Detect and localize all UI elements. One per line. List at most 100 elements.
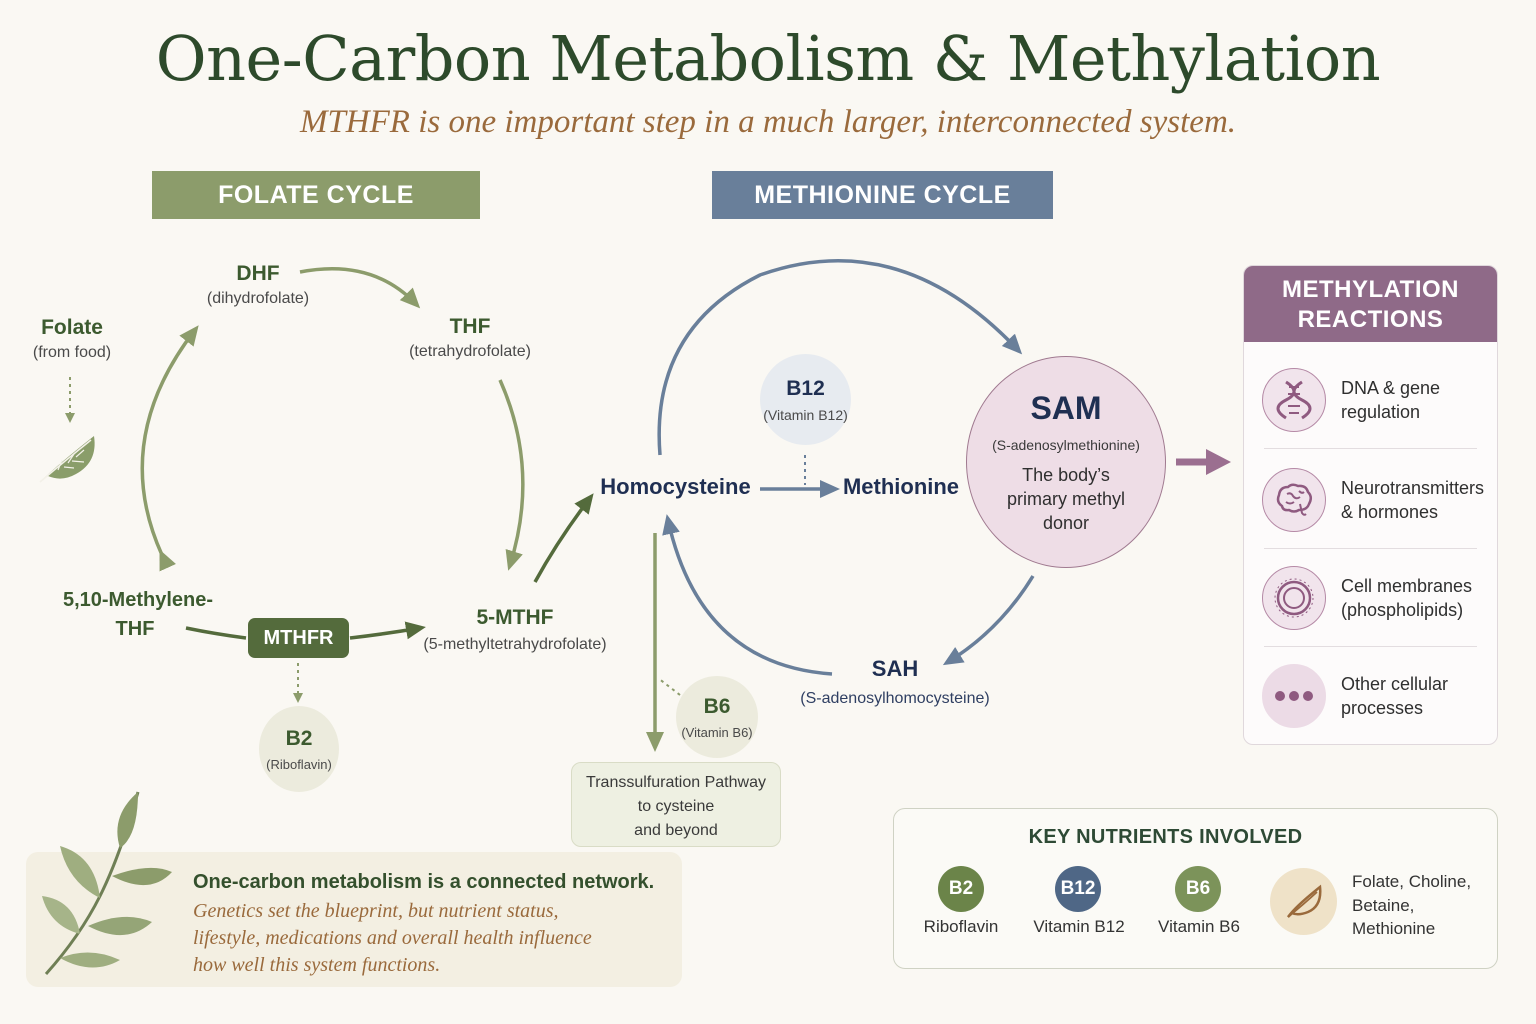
dhf-sublabel: (dihydrofolate) [206, 290, 310, 307]
page-subtitle: MTHFR is one important step in a much la… [299, 104, 1237, 140]
arrow-thf-to-5mthf [498, 379, 525, 571]
arrow-sah-to-homocysteine [662, 514, 833, 676]
arrow-dhf-to-thf [299, 267, 421, 309]
note-heading: One-carbon metabolism is a connected net… [193, 871, 655, 893]
methylene-thf-line2: THF [115, 618, 155, 640]
note-body: Genetics set the blueprint, but nutrient… [193, 898, 663, 979]
methylation-item-text: Cell membranes (phospholipids) [1341, 574, 1497, 622]
methylation-item-other: Other cellular processes [1244, 646, 1497, 744]
cell-membrane-icon [1262, 566, 1326, 630]
5-mthf-label: 5-MTHF [476, 606, 554, 629]
methylation-item-line: (phospholipids) [1341, 600, 1464, 620]
dna-icon [1262, 368, 1326, 432]
transsulfuration-line1: Transsulfuration Pathway [586, 774, 766, 791]
arrow-5mthf-to-homocysteine [533, 493, 594, 583]
b2-label: B2 [285, 726, 313, 750]
arrow-mthfr-to-5mthf [349, 621, 426, 640]
thf-sublabel: (tetrahydrofolate) [409, 343, 531, 360]
note-body-line: how well this system functions. [193, 954, 441, 976]
other-nutrients-line: Betaine, [1352, 895, 1415, 915]
methylation-item-line: Cell membranes [1341, 576, 1473, 596]
arrow-methylene-to-mthfr [185, 626, 247, 640]
methylation-item-line: DNA & gene [1341, 378, 1441, 398]
b2-sublabel: (Riboflavin) [266, 756, 332, 772]
methylation-reactions-panel: METHYLATION REACTIONS DNA & gene regulat… [1243, 265, 1498, 745]
b12-nutrient-label: Vitamin B12 [1033, 917, 1125, 936]
methylation-header-line: METHYLATION [1281, 276, 1460, 303]
note-body-line: lifestyle, medications and overall healt… [193, 927, 592, 949]
thf-label: THF [449, 315, 491, 338]
b6-nutrient-label: Vitamin B6 [1158, 917, 1240, 936]
dots-icon [1262, 664, 1326, 728]
homocysteine-node: Homocysteine [600, 474, 751, 499]
arrow-dhf-methylene-bidirectional [140, 325, 199, 572]
methylation-item-line: processes [1341, 698, 1424, 718]
b2-nutrient-label: Riboflavin [923, 917, 999, 936]
dhf-node: DHF (dihydrofolate) [188, 262, 328, 308]
folate-label: Folate [41, 316, 103, 339]
methylation-item-dna: DNA & gene regulation [1244, 350, 1497, 448]
b12-badge: B12 [1055, 866, 1101, 912]
transsulfuration-box: Transsulfuration Pathway to cysteine and… [571, 762, 781, 847]
b2-badge: B2 [938, 866, 984, 912]
5-mthf-node: 5-MTHF (5-methyltetrahydrofolate) [412, 606, 618, 654]
arrow-homocysteine-to-sam [657, 258, 1023, 456]
methylation-item-cell-membranes: Cell membranes (phospholipids) [1244, 548, 1497, 646]
folate-node: Folate (from food) [20, 316, 124, 362]
methionine-cycle-banner: METHIONINE CYCLE [712, 171, 1053, 219]
sam-circle: SAM (S-adenosylmethionine) The body’s pr… [966, 356, 1166, 568]
methylation-item-text: Neurotransmitters & hormones [1341, 476, 1497, 524]
methylation-reactions-header: METHYLATION REACTIONS [1244, 266, 1497, 342]
b6-sublabel: (Vitamin B6) [681, 724, 753, 740]
b6-label: B6 [703, 694, 731, 718]
methylation-item-text: Other cellular processes [1341, 672, 1497, 720]
other-nutrients-line: Methionine [1352, 919, 1436, 938]
dotted-b6-to-pathway [657, 677, 681, 696]
b6-cofactor-circle: B6 (Vitamin B6) [676, 676, 758, 758]
methylation-item-text: DNA & gene regulation [1341, 376, 1497, 424]
leaf-icon [39, 436, 95, 483]
sah-node: SAH (S-adenosylhomocysteine) [790, 656, 1000, 708]
leaf-branch-icon [42, 791, 172, 976]
sam-description: The body’s primary methyl donor [1007, 463, 1125, 535]
arrow-sam-to-sah [942, 575, 1035, 666]
thf-node: THF (tetrahydrofolate) [395, 315, 545, 361]
sam-sublabel: (S-adenosylmethionine) [992, 436, 1140, 453]
b2-cofactor-circle: B2 (Riboflavin) [259, 706, 339, 792]
divider [1264, 548, 1477, 549]
divider [1264, 448, 1477, 449]
transsulfuration-line2: to cysteine [637, 798, 715, 815]
folate-cycle-banner: FOLATE CYCLE [152, 171, 480, 219]
food-leaf-icon [1270, 868, 1337, 935]
methylene-thf-node: 5,10-Methylene- THF [58, 586, 218, 644]
sam-description-line: donor [1042, 512, 1090, 533]
methylation-item-line: Other cellular [1341, 674, 1449, 694]
key-nutrients-title: KEY NUTRIENTS INVOLVED [1028, 826, 1303, 848]
methionine-node: Methionine [842, 474, 960, 499]
mthfr-enzyme-box: MTHFR [248, 618, 349, 658]
sah-sublabel: (S-adenosylhomocysteine) [800, 690, 990, 707]
divider [1264, 646, 1477, 647]
methylation-header-line: REACTIONS [1297, 306, 1444, 333]
b12-cofactor-circle: B12 (Vitamin B12) [760, 354, 851, 445]
5-mthf-sublabel: (5-methyltetrahydrofolate) [423, 636, 607, 653]
methylation-item-line: regulation [1341, 402, 1421, 422]
b6-badge: B6 [1175, 866, 1221, 912]
methylation-item-line: & hormones [1341, 502, 1439, 522]
methylene-thf-line1: 5,10-Methylene- [62, 589, 214, 611]
sah-label: SAH [871, 656, 919, 681]
sam-description-line: primary methyl [1006, 488, 1126, 509]
methylation-item-neurotransmitters: Neurotransmitters & hormones [1244, 450, 1497, 548]
transsulfuration-line3: and beyond [634, 822, 718, 839]
methylation-item-line: Neurotransmitters [1341, 478, 1485, 498]
dhf-label: DHF [236, 262, 280, 285]
b12-sublabel: (Vitamin B12) [763, 406, 848, 423]
other-nutrients-text: Folate, Choline, Betaine, Methionine [1352, 870, 1492, 941]
page-title: One-Carbon Metabolism & Methylation [155, 22, 1381, 95]
sam-description-line: The body’s [1022, 464, 1110, 485]
brain-icon [1262, 468, 1326, 532]
sam-label: SAM [1030, 389, 1102, 426]
other-nutrients-line: Folate, Choline, [1352, 872, 1472, 891]
note-body-line: Genetics set the blueprint, but nutrient… [193, 900, 559, 922]
